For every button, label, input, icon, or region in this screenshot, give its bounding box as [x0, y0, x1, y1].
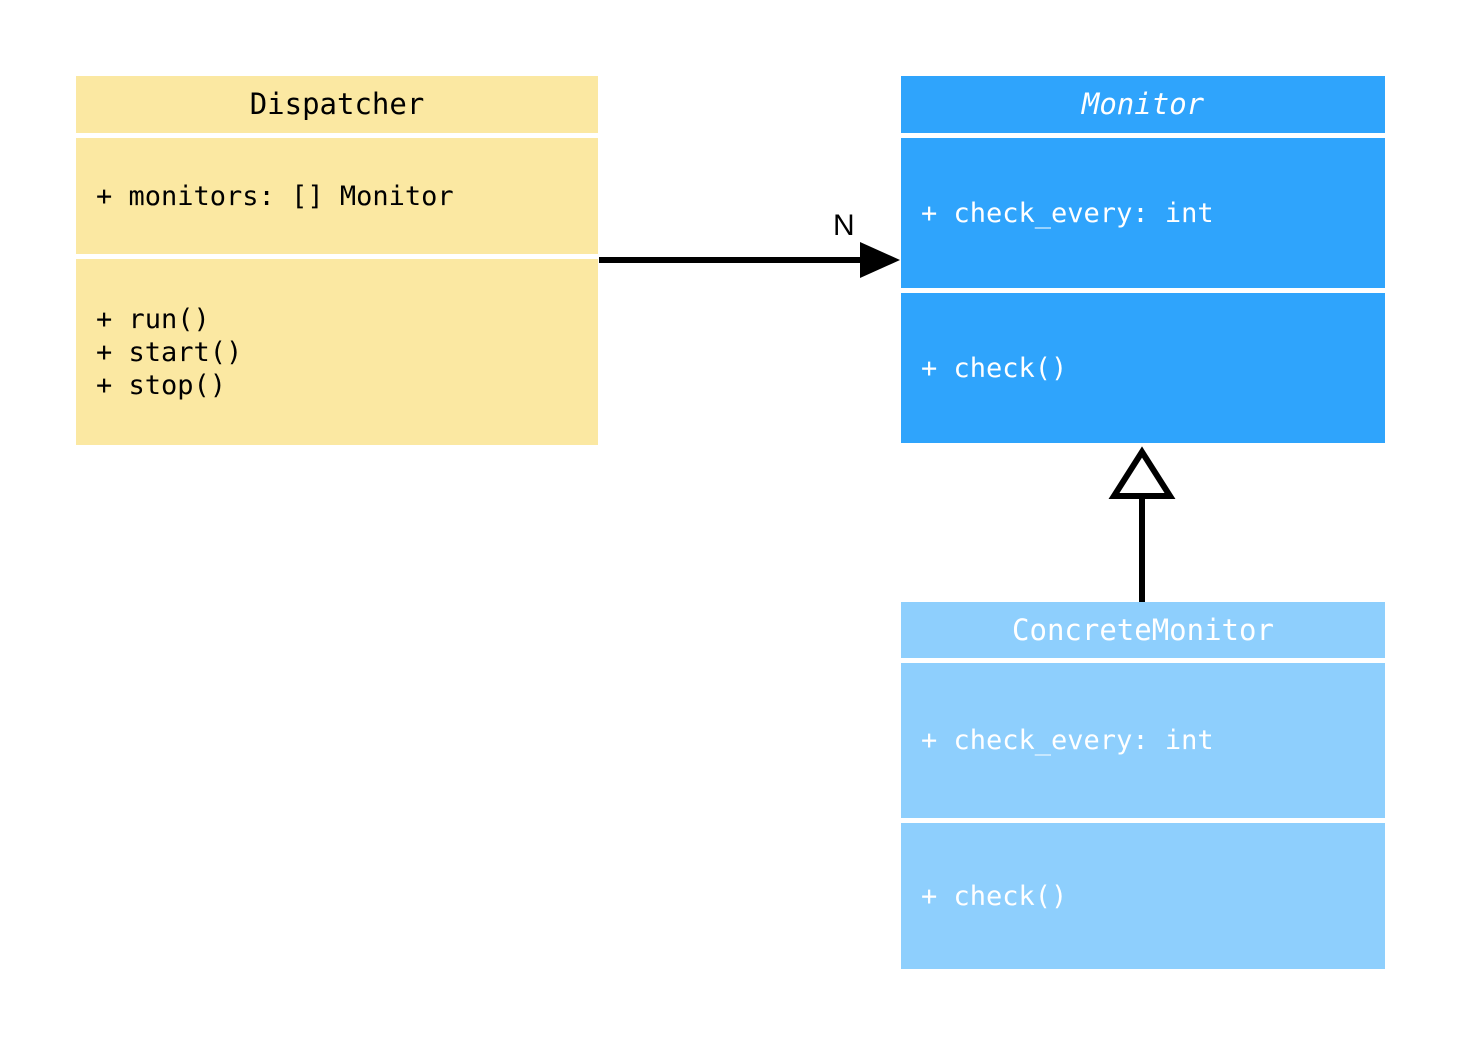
- class-box-dispatcher[interactable]: Dispatcher + monitors: [] Monitor + run(…: [76, 76, 598, 445]
- operation-row: + start(): [96, 336, 243, 368]
- operation-row: + check(): [921, 880, 1068, 912]
- attribute-row: + check_every: int: [921, 725, 1214, 756]
- generalization-hollow-triangle-icon: [1108, 446, 1176, 499]
- association-dispatcher-to-monitor: [599, 242, 900, 278]
- operation-row: + check(): [921, 352, 1068, 384]
- class-attributes-monitor: + check_every: int: [901, 138, 1385, 288]
- class-box-concrete-monitor[interactable]: ConcreteMonitor + check_every: int + che…: [901, 602, 1385, 969]
- attribute-row: + monitors: [] Monitor: [96, 180, 454, 212]
- class-operations-dispatcher: + run() + start() + stop(): [76, 259, 598, 445]
- association-multiplicity-label: N: [833, 209, 855, 242]
- class-title-monitor: Monitor: [901, 76, 1385, 133]
- class-title-concrete-monitor: ConcreteMonitor: [901, 602, 1385, 658]
- class-attributes-concrete-monitor: + check_every: int: [901, 663, 1385, 818]
- class-operations-concrete-monitor: + check(): [901, 823, 1385, 969]
- class-attributes-dispatcher: + monitors: [] Monitor: [76, 138, 598, 254]
- association-arrowhead-icon: [860, 242, 900, 278]
- operation-row: + stop(): [96, 369, 227, 401]
- class-title-dispatcher: Dispatcher: [76, 76, 598, 133]
- generalization-concrete-to-monitor: [1108, 446, 1176, 602]
- class-operations-monitor: + check(): [901, 293, 1385, 443]
- class-box-monitor[interactable]: Monitor + check_every: int + check(): [901, 76, 1385, 443]
- attribute-row: + check_every: int: [921, 197, 1214, 229]
- operation-row: + run(): [96, 303, 210, 335]
